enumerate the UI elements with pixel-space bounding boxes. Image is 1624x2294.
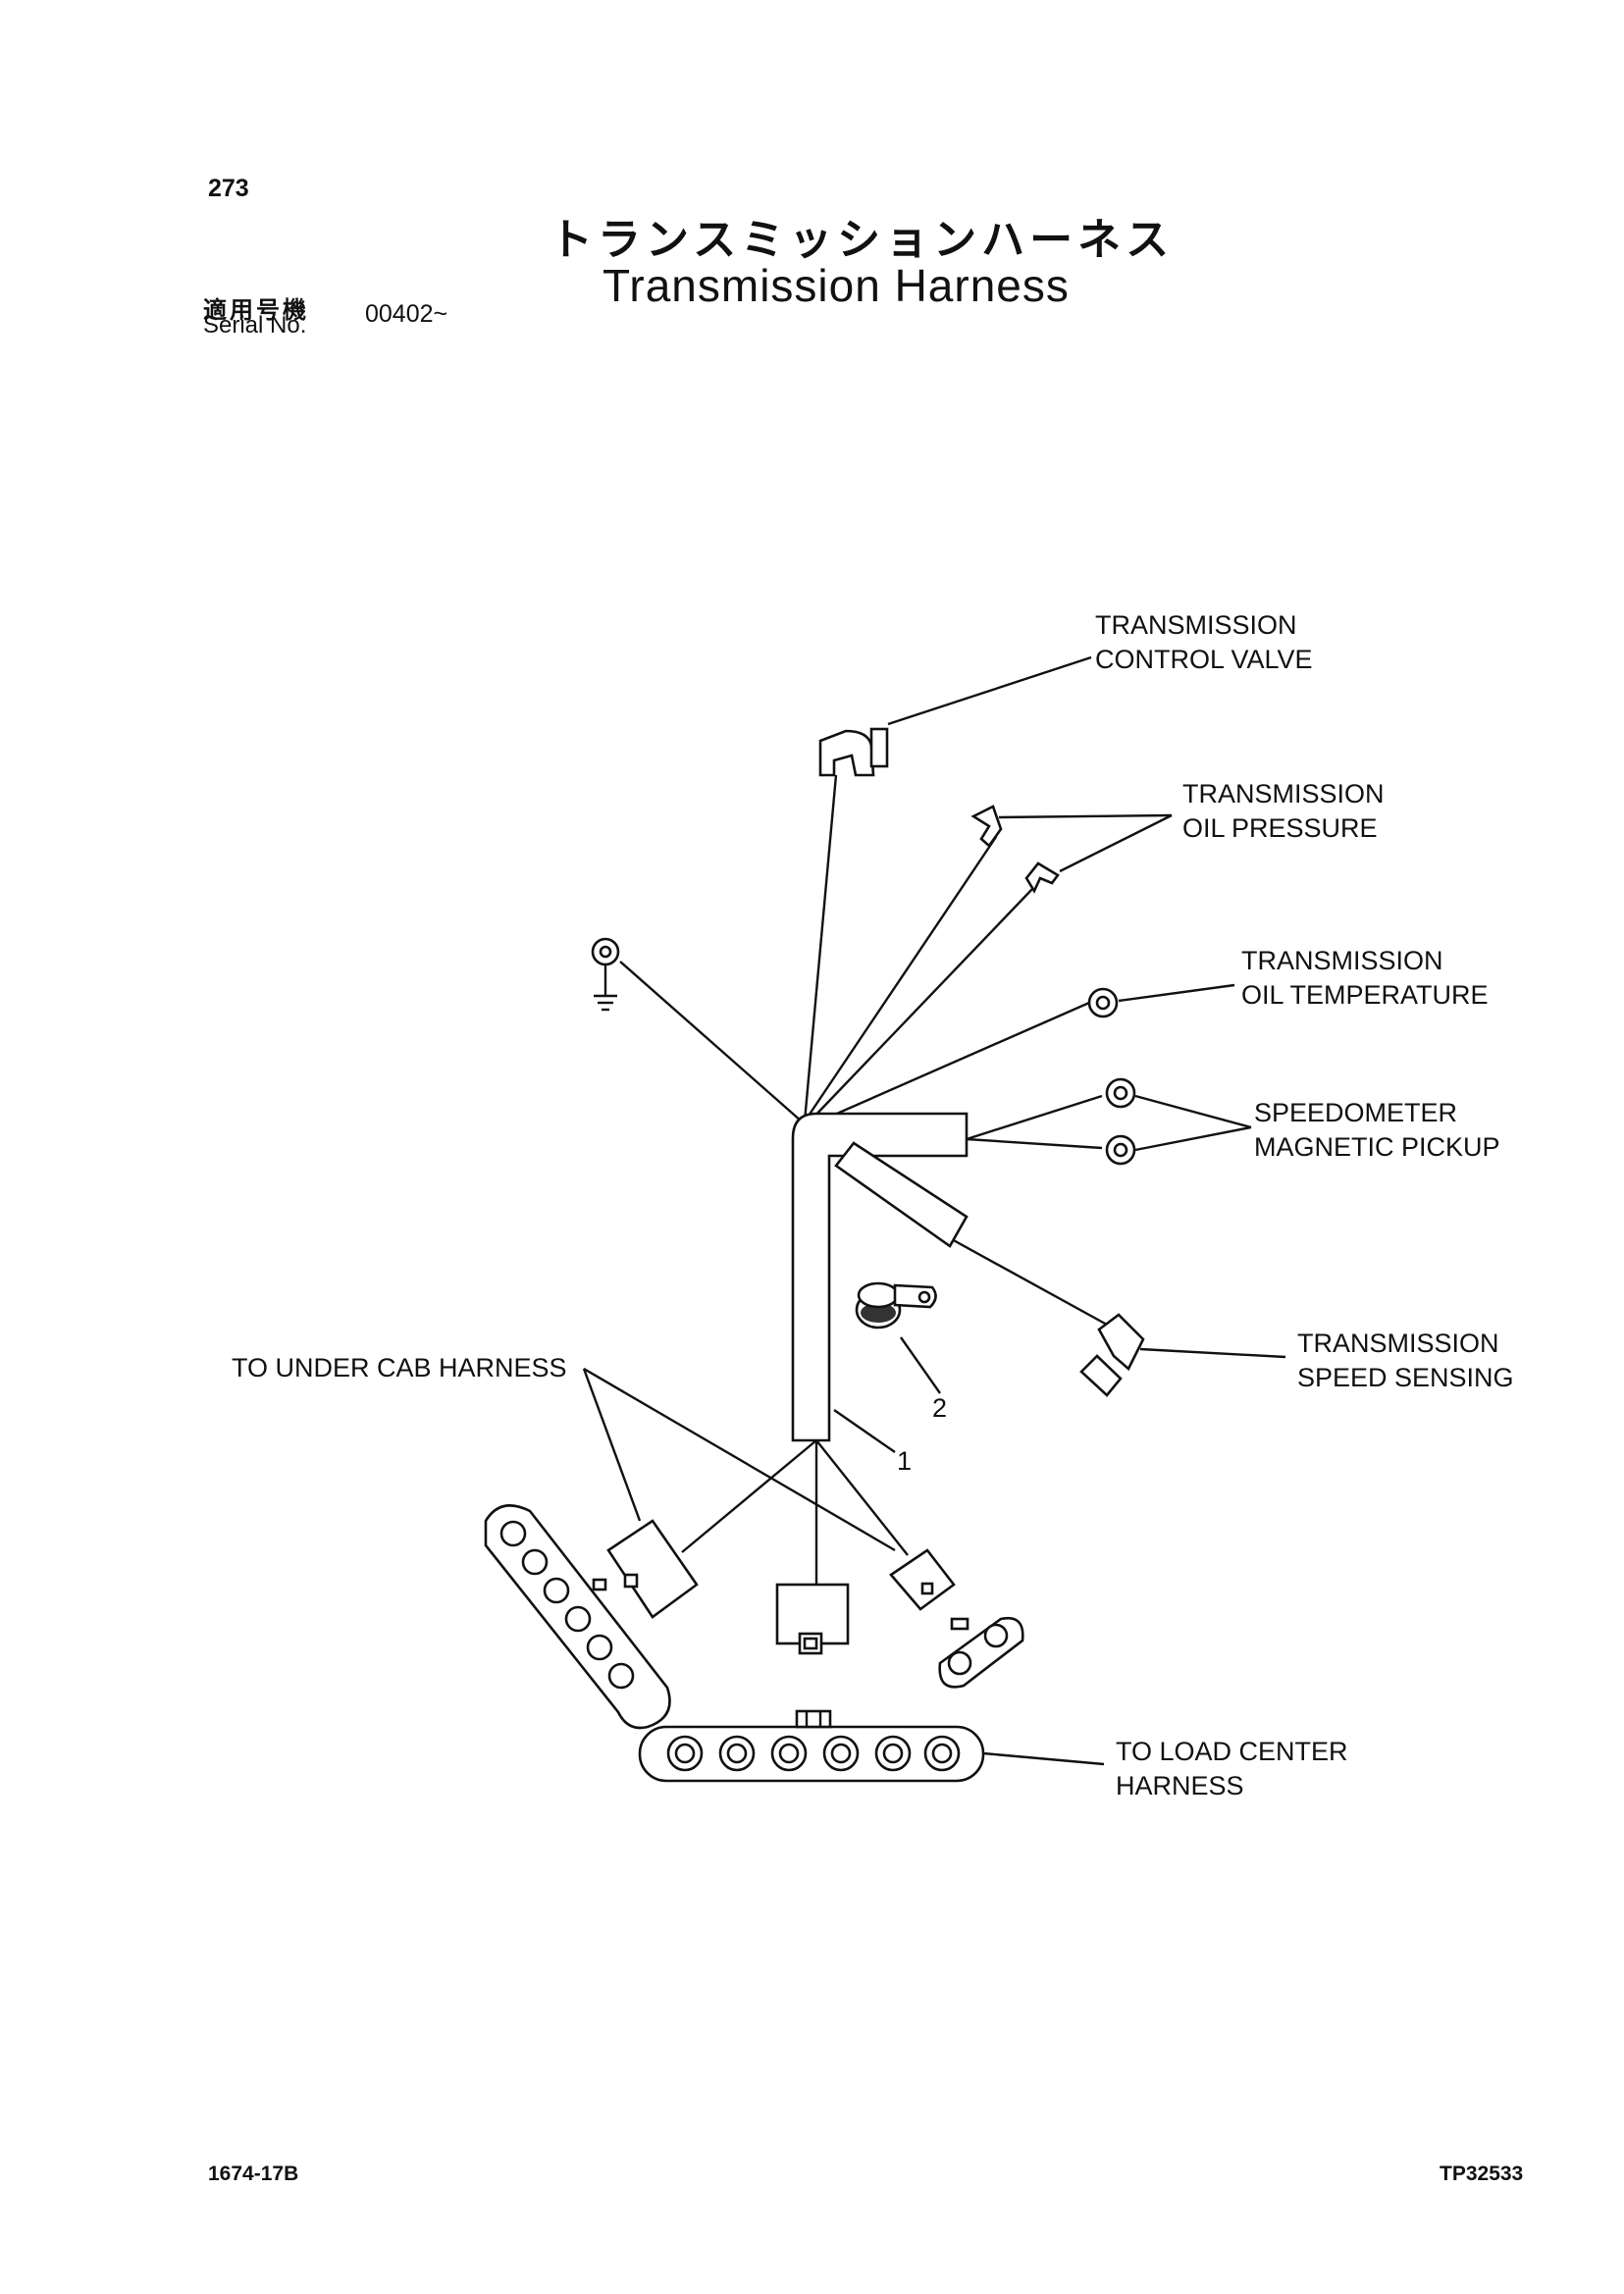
- main-harness: [791, 1112, 969, 1442]
- leader-oil-temperature: [1118, 983, 1235, 1003]
- leader-callout-1: [833, 1409, 896, 1453]
- page-number: 273: [208, 175, 249, 202]
- label-speedometer: SPEEDOMETER MAGNETIC PICKUP: [1254, 1096, 1500, 1165]
- label-speed-sensing-line1: TRANSMISSION: [1297, 1329, 1499, 1358]
- control-valve-connector: [818, 727, 889, 777]
- leader-speed-sensing: [1139, 1347, 1286, 1359]
- label-oil-pressure-line1: TRANSMISSION: [1182, 779, 1385, 808]
- oil-pressure-connectors: [970, 805, 1060, 894]
- label-oil-temperature-line2: OIL TEMPERATURE: [1241, 980, 1489, 1010]
- label-oil-pressure-line2: OIL PRESSURE: [1182, 813, 1378, 843]
- label-load-center: TO LOAD CENTER HARNESS: [1116, 1735, 1348, 1803]
- harness-wires: [619, 774, 1108, 1585]
- two-pin-connector: [938, 1616, 1024, 1689]
- serial-value: 00402~: [365, 300, 448, 328]
- label-load-center-line1: TO LOAD CENTER: [1116, 1737, 1348, 1766]
- footer-right-code: TP32533: [1440, 2163, 1524, 2185]
- oil-temperature-terminal: [1087, 987, 1119, 1018]
- label-oil-temperature: TRANSMISSION OIL TEMPERATURE: [1241, 944, 1489, 1013]
- diagonal-connector: [484, 1504, 671, 1730]
- label-control-valve: TRANSMISSION CONTROL VALVE: [1095, 608, 1313, 677]
- leader-under-cab-2: [583, 1367, 896, 1552]
- clamp-icon: [855, 1281, 937, 1329]
- ground-terminal: [591, 937, 620, 1012]
- label-speedometer-line1: SPEEDOMETER: [1254, 1098, 1458, 1127]
- speed-sensing-connector: [1079, 1313, 1145, 1397]
- leader-lines: [582, 655, 1286, 1766]
- serial-label: Serial No.: [203, 312, 307, 339]
- page-title: Transmission Harness: [602, 260, 1070, 311]
- label-speed-sensing: TRANSMISSION SPEED SENSING: [1297, 1327, 1514, 1395]
- footer-left-code: 1674-17B: [208, 2163, 299, 2185]
- label-speed-sensing-line2: SPEED SENSING: [1297, 1363, 1514, 1392]
- leader-speedometer-2: [1134, 1125, 1252, 1152]
- label-under-cab: TO UNDER CAB HARNESS: [232, 1353, 567, 1382]
- under-cab-connectors: [606, 1519, 956, 1655]
- label-control-valve-line1: TRANSMISSION: [1095, 610, 1297, 640]
- leader-callout-2: [900, 1336, 941, 1394]
- label-load-center-line2: HARNESS: [1116, 1771, 1244, 1800]
- label-oil-temperature-line1: TRANSMISSION: [1241, 946, 1443, 975]
- label-oil-pressure: TRANSMISSION OIL PRESSURE: [1182, 777, 1385, 846]
- label-control-valve-line2: CONTROL VALVE: [1095, 645, 1313, 674]
- leader-load-center: [982, 1751, 1105, 1766]
- serial-label-japanese: 適用号機: [203, 296, 309, 324]
- page-title-japanese: トランスミッションハーネス: [550, 215, 1175, 265]
- leader-oil-pressure-2: [1059, 813, 1173, 873]
- speedometer-terminals: [1105, 1077, 1136, 1166]
- leader-oil-pressure-1: [998, 813, 1173, 819]
- callout-clamp: 2: [932, 1393, 948, 1423]
- load-center-connector: [638, 1709, 985, 1783]
- leader-control-valve: [887, 655, 1092, 726]
- leader-under-cab-1: [582, 1368, 642, 1522]
- label-speedometer-line2: MAGNETIC PICKUP: [1254, 1132, 1500, 1162]
- leader-speedometer-1: [1134, 1094, 1252, 1129]
- callout-harness: 1: [897, 1446, 913, 1476]
